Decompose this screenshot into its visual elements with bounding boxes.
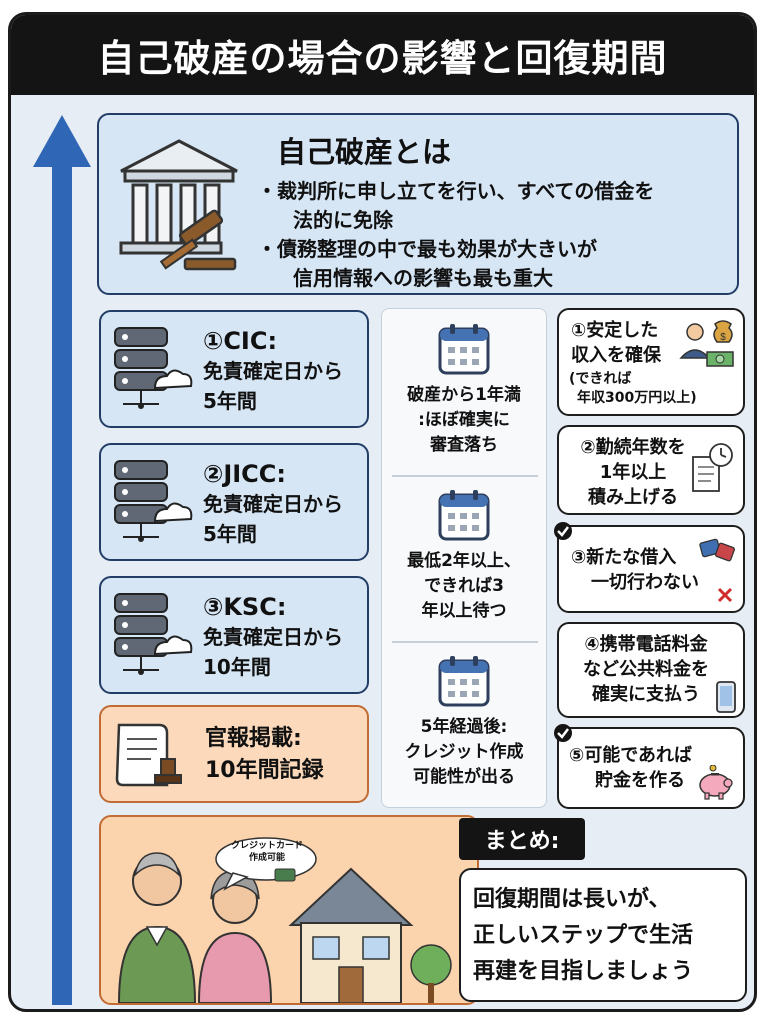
about-bullet-2: ・債務整理の中で最も効果が大きいが信用情報への影響も最も重大 [257, 237, 597, 290]
about-bullet-1: ・裁判所に申し立てを行い、すべての借金を法的に免除 [257, 179, 655, 232]
step-line1: ④携帯電話料金 [584, 634, 708, 655]
timeline-line2: クレジット作成 [404, 742, 524, 762]
agency-line2: 5年間 [203, 522, 257, 546]
timeline-line1: 破産から1年満 [407, 385, 521, 405]
summary-line1: 回復期間は長いが、 [473, 887, 671, 912]
step-line3: 確実に支払う [592, 684, 700, 705]
about-bullets: ・裁判所に申し立てを行い、すべての借金を法的に免除 ・債務整理の中で最も効果が大… [257, 177, 654, 293]
step-line3: 積み上げる [588, 487, 678, 508]
summary-label: まとめ: [459, 818, 585, 860]
agency-text: ②JICC: 免責確定日から 5年間 [203, 459, 343, 549]
timeline-text: 破産から1年満 :ほぼ確実に 審査落ち [382, 383, 546, 458]
bubble-line2: 作成可能 [248, 853, 285, 863]
agency-text: ③KSC: 免責確定日から 10年間 [203, 592, 343, 682]
timeline-column: 破産から1年満 :ほぼ確実に 審査落ち 最低2年以上、 できれば3 年以上待つ [381, 308, 547, 808]
summary-line3: 再建を目指しましょう [473, 959, 694, 984]
step-line1: ②勤続年数を [580, 437, 686, 458]
checkmark-icon [554, 724, 572, 742]
step-text: ⑤可能であれば 貯金を作る [569, 743, 692, 793]
speech-bubble-text: クレジットカード 作成可能 [223, 840, 311, 864]
step-card-income: ①安定した 収入を確保 (できれば 年収300万円以上) $ [557, 308, 745, 416]
page-title: 自己破産の場合の影響と回復期間 [97, 37, 668, 80]
timeline-line2: :ほぼ確実に [418, 410, 510, 430]
database-cloud-icon [114, 593, 193, 675]
calendar-icon [438, 656, 490, 707]
agency-name: ①CIC: [203, 327, 278, 355]
arrow-up-icon [33, 115, 91, 1005]
summary-line2: 正しいステップで生活 [473, 923, 694, 948]
about-bankruptcy-panel: 自己破産とは ・裁判所に申し立てを行い、すべての借金を法的に免除 ・債務整理の中… [97, 113, 739, 295]
svg-text:$: $ [720, 332, 726, 343]
businessman-money-icon: $ [679, 320, 734, 367]
summary-scene-panel: クレジットカード 作成可能 [99, 815, 479, 1005]
agency-card-ksc: ③KSC: 免責確定日から 10年間 [99, 576, 369, 694]
gazette-card: 官報掲載: 10年間記録 [99, 705, 369, 803]
step-card-savings: ⑤可能であれば 貯金を作る [554, 724, 745, 809]
agency-text: ①CIC: 免責確定日から 5年間 [203, 326, 343, 416]
couple-house-illustration [117, 852, 452, 1003]
step-card-utilities: ④携帯電話料金 など公共料金を 確実に支払う [557, 622, 745, 718]
timeline-divider [392, 475, 538, 477]
step-text: ③新たな借入 一切行わない [571, 545, 699, 595]
step-line2: 収入を確保 [571, 345, 661, 366]
step-text: ②勤続年数を 1年以上 積み上げる [573, 435, 693, 510]
agency-line1: 免責確定日から [203, 359, 343, 383]
timeline-text: 5年経過後: クレジット作成 可能性が出る [382, 715, 546, 790]
about-heading: 自己破産とは [277, 135, 452, 169]
summary-text-box: 回復期間は長いが、 正しいステップで生活 再建を目指しましょう [459, 868, 747, 1002]
step-note2: 年収300万円以上) [577, 390, 697, 406]
summary-text: 回復期間は長いが、 正しいステップで生活 再建を目指しましょう [473, 882, 693, 990]
agency-card-jicc: ②JICC: 免責確定日から 5年間 [99, 443, 369, 561]
timeline-line3: 審査落ち [430, 435, 498, 455]
calendar-icon [438, 490, 490, 541]
timeline-divider [392, 641, 538, 643]
checkmark-icon [554, 522, 572, 540]
gazette-line1: 官報掲載: [205, 726, 302, 751]
agency-name: ③KSC: [203, 593, 287, 621]
timeline-line3: 年以上待つ [421, 601, 507, 621]
step-text: ①安定した 収入を確保 [571, 318, 661, 368]
gazette-text: 官報掲載: 10年間記録 [205, 723, 324, 787]
smartphone-icon [716, 681, 736, 713]
database-cloud-icon [114, 327, 193, 409]
timeline-line2: できれば3 [424, 576, 504, 596]
step-card-tenure: ②勤続年数を 1年以上 積み上げる [557, 425, 745, 515]
database-cloud-icon [114, 460, 193, 542]
piggy-bank-icon [699, 765, 733, 800]
courthouse-gavel-icon [119, 139, 238, 271]
agency-line1: 免責確定日から [203, 625, 343, 649]
agency-line2: 10年間 [203, 655, 271, 679]
bubble-line1: クレジットカード [230, 841, 303, 851]
agency-card-cic: ①CIC: 免責確定日から 5年間 [99, 310, 369, 428]
timeline-line1: 5年経過後: [420, 717, 508, 737]
timeline-text: 最低2年以上、 できれば3 年以上待つ [382, 549, 546, 624]
title-bar: 自己破産の場合の影響と回復期間 [11, 15, 754, 95]
step-note: (できれば 年収300万円以上) [569, 370, 697, 408]
step-line2: 1年以上 [599, 462, 667, 483]
step-line2: など公共料金を [583, 659, 709, 680]
step-line1: ①安定した [571, 320, 659, 341]
document-stamp-icon [115, 723, 182, 787]
timeline-line3: 可能性が出る [413, 767, 515, 787]
speech-bubble-icon [215, 837, 317, 891]
agency-name: ②JICC: [203, 460, 287, 488]
broken-card-icon [699, 538, 735, 603]
calendar-icon [438, 324, 490, 375]
timeline-item-3: 5年経過後: クレジット作成 可能性が出る [382, 641, 546, 807]
infographic-frame: 自己破産の場合の影響と回復期間 自己破産とは ・裁判所に申し立てを行い、すべての… [8, 12, 757, 1012]
agency-line1: 免責確定日から [203, 492, 343, 516]
step-line2: 貯金を作る [595, 770, 685, 791]
document-clock-icon [692, 443, 733, 492]
step-line2: 一切行わない [591, 572, 699, 593]
timeline-line1: 最低2年以上、 [407, 551, 521, 571]
step-line1: ③新たな借入 [571, 547, 677, 568]
gazette-line2: 10年間記録 [205, 758, 324, 783]
step-note1: (できれば [569, 371, 632, 387]
step-line1: ⑤可能であれば [569, 745, 693, 766]
agency-line2: 5年間 [203, 389, 257, 413]
timeline-item-1: 破産から1年満 :ほぼ確実に 審査落ち [382, 309, 546, 475]
step-text: ④携帯電話料金 など公共料金を 確実に支払う [571, 632, 721, 707]
step-card-no-borrowing: ③新たな借入 一切行わない [554, 522, 745, 613]
timeline-item-2: 最低2年以上、 できれば3 年以上待つ [382, 475, 546, 641]
